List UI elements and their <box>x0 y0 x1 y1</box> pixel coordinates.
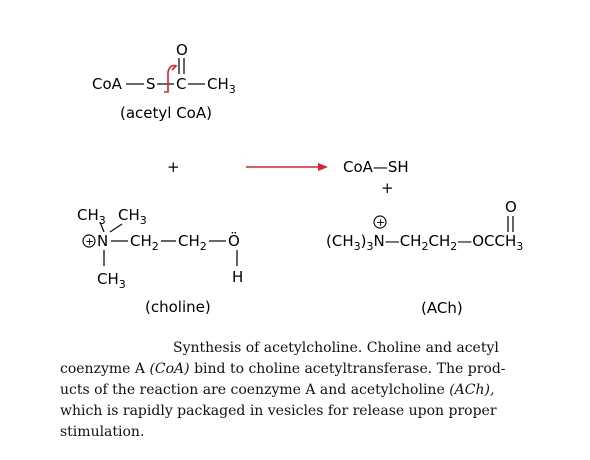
choline-ch2-b: CH2 <box>178 232 207 253</box>
ach-formula: (CH3)3N—CH2CH2—OCCH3 <box>326 232 523 253</box>
reaction-arrow-icon <box>246 163 328 171</box>
ach-label: (ACh) <box>421 299 463 317</box>
reaction-diagram: CoA S C CH3 O (acetyl CoA) + CoA—SH + CH… <box>77 41 523 317</box>
acetyl-coa-coa: CoA <box>92 75 123 93</box>
acetyl-coa-structure: CoA S C CH3 O (acetyl CoA) <box>92 41 236 122</box>
choline-label: (choline) <box>145 298 211 316</box>
choline-h: H <box>232 268 243 286</box>
choline-structure: CH3 CH3 + N CH2 CH2 Ö CH3 H (choline) <box>77 206 243 316</box>
choline-n: N <box>97 232 108 250</box>
caption-line-5: stimulation. <box>60 424 145 440</box>
acetyl-coa-ch3: CH3 <box>207 75 236 96</box>
choline-ch3-a: CH3 <box>77 206 106 227</box>
product-plus: + <box>381 179 394 197</box>
acetyl-coa-o: O <box>176 41 188 59</box>
acetyl-coa-c: C <box>176 75 186 93</box>
choline-ch3-b: CH3 <box>118 206 147 227</box>
figure-caption: Synthesis of acetylcholine. Choline and … <box>60 338 560 443</box>
ach-positive-charge-icon <box>373 215 387 229</box>
bond-ch3b-n <box>109 223 123 233</box>
caption-line-3: ucts of the reaction are coenzyme A and … <box>60 382 495 398</box>
choline-charge: + <box>85 235 94 248</box>
ach-structure: + (CH3)3N—CH2CH2—OCCH3 O (ACh) <box>326 198 523 317</box>
choline-ch2-a: CH2 <box>130 232 159 253</box>
caption-line-1: Synthesis of acetylcholine. Choline and … <box>173 340 499 356</box>
product-coa-sh: CoA—SH <box>343 158 409 176</box>
acetyl-coa-label: (acetyl CoA) <box>120 104 212 122</box>
caption-line-2: coenzyme A (CoA) bind to choline acetylt… <box>60 361 506 377</box>
positive-charge-icon <box>82 234 96 248</box>
ach-charge: + <box>376 216 385 229</box>
choline-o: Ö <box>228 231 240 250</box>
ach-carbonyl-o: O <box>505 198 517 216</box>
bond-ch3a-n <box>99 221 105 233</box>
cleavage-arrow-icon <box>164 64 178 93</box>
plus-left: + <box>167 158 180 176</box>
acetyl-coa-s: S <box>146 75 156 93</box>
choline-ch3-c: CH3 <box>97 270 126 291</box>
caption-line-4: which is rapidly packaged in vesicles fo… <box>60 403 497 419</box>
